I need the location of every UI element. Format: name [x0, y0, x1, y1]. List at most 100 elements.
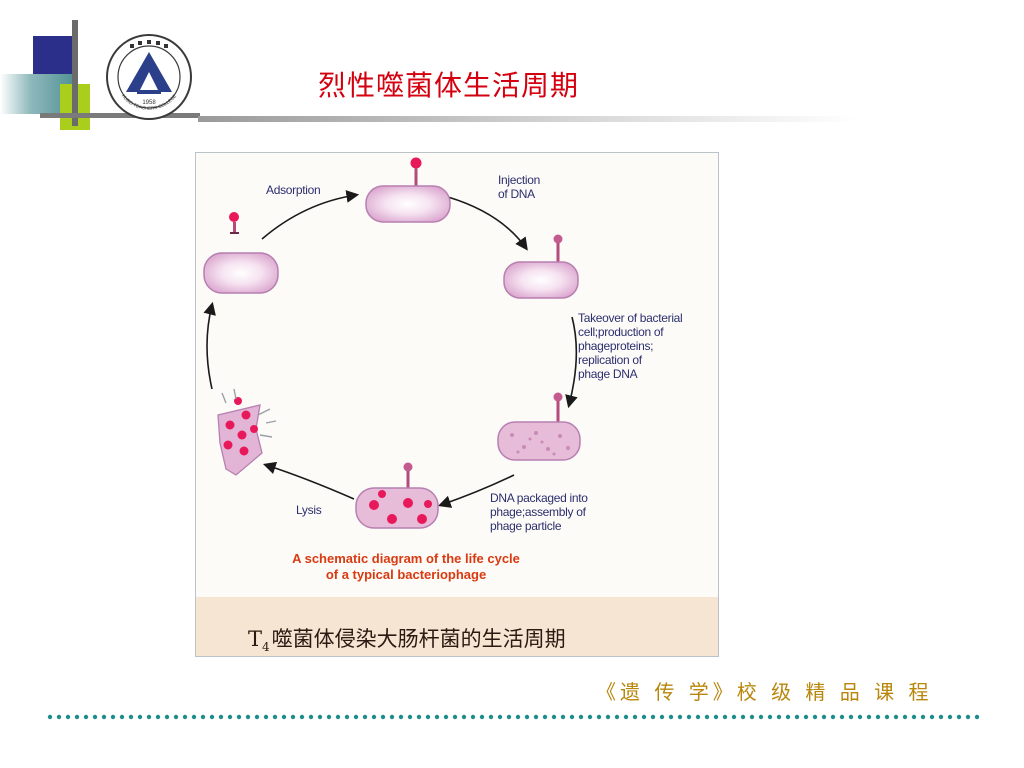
footer-dot	[128, 714, 134, 720]
footer-dot	[722, 714, 728, 720]
slide-title: 烈性噬菌体生活周期	[318, 69, 580, 102]
footer-dot	[749, 714, 755, 720]
footer-dot	[290, 714, 296, 720]
stage-lysis-cell	[217, 388, 277, 476]
college-logo-emblem: 1958 HUBEI TEACHERS COLLEGE	[106, 34, 192, 120]
footer-dot	[902, 714, 908, 720]
arrow-packaging	[437, 474, 515, 508]
footer-dot	[155, 714, 161, 720]
logo-year: 1958	[142, 100, 156, 106]
caption-subscript: 4	[262, 640, 270, 654]
footer-dot	[47, 714, 53, 720]
footer-dot	[965, 714, 971, 720]
footer-dot	[713, 714, 719, 720]
footer-dot	[605, 714, 611, 720]
footer-dot	[668, 714, 674, 720]
footer-dot	[857, 714, 863, 720]
footer-dot	[389, 714, 395, 720]
footer-dot	[542, 714, 548, 720]
footer-dot	[920, 714, 926, 720]
footer-dot	[353, 714, 359, 720]
footer-dot	[263, 714, 269, 720]
footer-dot	[191, 714, 197, 720]
footer-dot	[587, 714, 593, 720]
footer-dot	[398, 714, 404, 720]
label-lysis: Lysis	[296, 503, 322, 517]
footer-dot	[515, 714, 521, 720]
footer-dot	[947, 714, 953, 720]
footer-dot	[83, 714, 89, 720]
footer-dot	[776, 714, 782, 720]
footer-dot	[137, 714, 143, 720]
footer-dot	[479, 714, 485, 720]
footer-dot	[461, 714, 467, 720]
footer-dot	[506, 714, 512, 720]
footer-dot	[596, 714, 602, 720]
footer-dot	[956, 714, 962, 720]
footer-dot	[425, 714, 431, 720]
footer-dot	[254, 714, 260, 720]
stage-free-phage	[203, 212, 279, 294]
arrow-injection	[447, 196, 528, 251]
footer-dot	[380, 714, 386, 720]
footer-dot	[236, 714, 242, 720]
arrow-release	[203, 301, 216, 390]
footer-dot	[119, 714, 125, 720]
figure-caption-chinese: T4噬菌体侵染大肠杆菌的生活周期	[248, 623, 566, 654]
footer-dot	[173, 714, 179, 720]
footer-dot	[281, 714, 287, 720]
footer-dot	[434, 714, 440, 720]
label-injection: Injection of DNA	[498, 173, 540, 201]
footer-dot	[560, 714, 566, 720]
footer-dot	[497, 714, 503, 720]
label-adsorption: Adsorption	[266, 183, 321, 197]
phage-life-cycle-figure: Adsorption Injection of DNA Takeover of …	[195, 152, 719, 657]
footer-dot	[614, 714, 620, 720]
footer-dot	[470, 714, 476, 720]
stage-injection-cell	[503, 234, 579, 299]
corner-vertical-bar	[72, 20, 78, 126]
footer-dot	[839, 714, 845, 720]
footer-dot	[362, 714, 368, 720]
footer-dot	[101, 714, 107, 720]
footer-dot	[659, 714, 665, 720]
arrow-takeover	[565, 316, 578, 409]
footer-dot	[272, 714, 278, 720]
footer-dot	[488, 714, 494, 720]
corner-horizontal-bar	[40, 113, 200, 118]
footer-dot	[938, 714, 944, 720]
footer-dot	[884, 714, 890, 720]
footer-dot	[245, 714, 251, 720]
footer-dot	[524, 714, 530, 720]
caption-text: 噬菌体侵染大肠杆菌的生活周期	[271, 627, 566, 651]
footer-dot	[326, 714, 332, 720]
footer-dot	[308, 714, 314, 720]
footer-dot	[731, 714, 737, 720]
footer-dot	[821, 714, 827, 720]
footer-dot	[146, 714, 152, 720]
footer-dot	[551, 714, 557, 720]
footer-dot	[677, 714, 683, 720]
footer-dot	[344, 714, 350, 720]
label-packaging: DNA packaged into phage;assembly of phag…	[490, 491, 588, 533]
footer-dot	[650, 714, 656, 720]
footer-dot	[794, 714, 800, 720]
caption-band	[196, 597, 718, 656]
footer-dot	[758, 714, 764, 720]
footer-dot	[830, 714, 836, 720]
life-cycle-diagram	[203, 157, 581, 529]
footer-dot	[704, 714, 710, 720]
caption-prefix: T	[248, 627, 263, 651]
footer-dot	[74, 714, 80, 720]
stage-adsorption-cell	[365, 157, 451, 223]
footer-dot	[893, 714, 899, 720]
footer-dot	[875, 714, 881, 720]
footer-dot	[578, 714, 584, 720]
footer-dot	[299, 714, 305, 720]
footer-dot	[317, 714, 323, 720]
footer-dot	[335, 714, 341, 720]
figure-caption-english: A schematic diagram of the life cycle of…	[292, 551, 520, 582]
footer-dot	[371, 714, 377, 720]
footer-dot	[227, 714, 233, 720]
footer-dot	[533, 714, 539, 720]
